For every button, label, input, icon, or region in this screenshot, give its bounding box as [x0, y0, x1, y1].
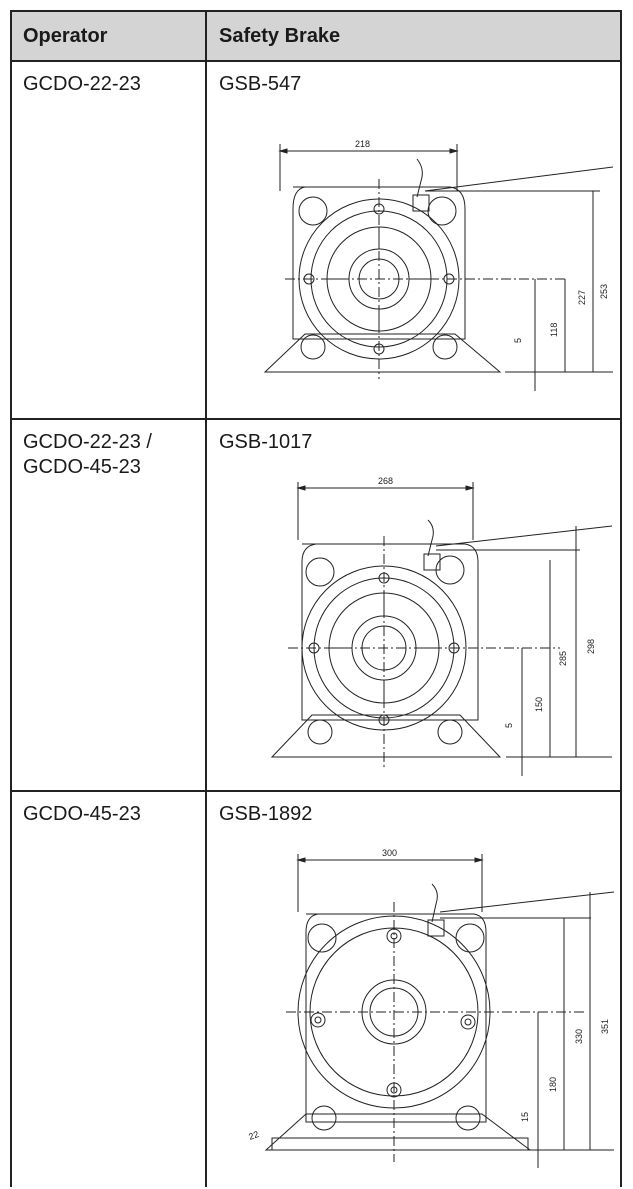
dim-h2: 118 [549, 323, 559, 337]
dim-h3: 330 [574, 1029, 584, 1044]
dim-h2: 180 [548, 1077, 558, 1092]
brake-table: Operator Safety Brake GCDO-22-23 GSB-547… [10, 10, 622, 1187]
dim-width: 300 [382, 848, 397, 858]
dim-h1: 5 [513, 338, 523, 343]
dim-side: 22 [247, 1129, 260, 1142]
brake-drawing-gsb-1017: 268 [260, 470, 612, 790]
row-divider [12, 418, 620, 420]
operator-model: GCDO-22-23 [23, 72, 141, 97]
row-divider [12, 790, 620, 792]
brake-model: GSB-1892 [219, 803, 313, 825]
dim-h4: 298 [586, 639, 596, 654]
dim-width: 268 [378, 476, 393, 486]
brake-model: GSB-547 [219, 73, 302, 95]
dim-h2: 150 [534, 697, 544, 712]
header-safety-brake: Safety Brake [219, 25, 341, 47]
table-row: GCDO-22-23 GSB-547 218 [12, 62, 620, 418]
table-row: GCDO-22-23 / GCDO-45-23 GSB-1017 268 [12, 420, 620, 790]
operator-line: GCDO-22-23 [23, 73, 141, 95]
dim-h3: 227 [577, 290, 587, 305]
brake-model: GSB-1017 [219, 431, 313, 453]
dim-h1: 5 [504, 723, 514, 728]
dim-h4: 351 [600, 1019, 610, 1034]
dim-h1: 15 [520, 1112, 530, 1122]
brake-drawing-gsb-1892: 300 [246, 842, 614, 1182]
column-divider [205, 12, 207, 1187]
operator-line: GCDO-45-23 [23, 803, 141, 825]
table-header: Operator Safety Brake [12, 12, 620, 62]
operator-line: GCDO-45-23 [23, 456, 141, 478]
header-operator: Operator [23, 25, 108, 47]
operator-model: GCDO-45-23 [23, 802, 141, 827]
operator-line: GCDO-22-23 / [23, 431, 152, 453]
table-row: GCDO-45-23 GSB-1892 300 [12, 792, 620, 1189]
brake-drawing-gsb-547: 218 [245, 129, 613, 414]
dim-h4: 253 [599, 284, 609, 299]
dim-width: 218 [355, 139, 370, 149]
dim-h3: 285 [558, 651, 568, 666]
operator-model: GCDO-22-23 / GCDO-45-23 [23, 430, 152, 480]
